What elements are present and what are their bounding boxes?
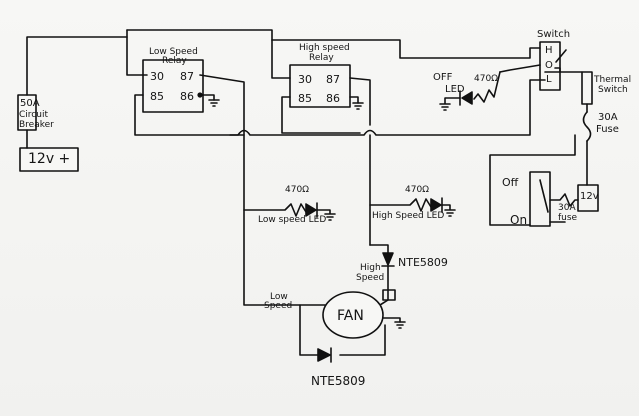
fan-label: FAN xyxy=(337,308,364,324)
wire-high-relay-feed xyxy=(271,39,291,79)
high-relay-86-ground xyxy=(349,96,359,104)
high-indicator-led: High Speed LED xyxy=(372,211,445,221)
breaker-value: 50A xyxy=(20,98,40,109)
fan-high-speed-2: Speed xyxy=(356,273,385,283)
battery-box xyxy=(19,147,79,172)
high-led-diode xyxy=(430,198,442,212)
low-led-diode xyxy=(305,203,317,217)
wire-low-led xyxy=(243,203,307,217)
wire-high-relay-85 xyxy=(281,96,361,134)
fan-diode-top: NTE5809 xyxy=(398,256,448,269)
lower-switch-lever xyxy=(539,179,549,213)
off-resistor xyxy=(473,71,501,103)
breaker-label-2: Breaker xyxy=(19,120,54,130)
high-relay-pin-87: 87 xyxy=(326,73,340,86)
wire-low-branch xyxy=(243,134,326,306)
lower-off-label: Off xyxy=(502,176,519,189)
high-relay-pin-85: 85 xyxy=(298,92,312,105)
switch-title: Switch xyxy=(537,29,571,40)
switch-pos-l: L xyxy=(546,74,552,85)
thermal-label-2: Switch xyxy=(598,85,628,95)
thermal-fuse-2: Fuse xyxy=(596,124,619,135)
high-relay-pin-86: 86 xyxy=(326,92,340,105)
wire-high-led xyxy=(369,198,432,212)
lower-fuse-2: fuse xyxy=(558,213,578,223)
high-relay-87-out xyxy=(349,77,371,126)
lower-on-label: On xyxy=(510,213,528,227)
low-relay-title-1: Low Speed xyxy=(149,47,198,57)
low-relay-87-out xyxy=(199,74,245,136)
fan-ground-sym xyxy=(394,321,406,329)
thermal-switch-box xyxy=(581,71,593,105)
fan-diode-bottom: NTE5809 xyxy=(311,374,366,388)
wire-top-to-switch xyxy=(271,39,541,59)
high-relay-title-2: Relay xyxy=(309,53,334,63)
off-led-led: LED xyxy=(445,84,465,95)
high-diode-triangle xyxy=(382,252,394,266)
wire-low-relay-feed xyxy=(126,29,148,76)
high-relay-86-gnd-sym xyxy=(352,102,364,110)
wire-main-bus xyxy=(229,79,546,136)
high-speed-box xyxy=(382,289,396,301)
low-relay-pin-30: 30 xyxy=(150,70,164,83)
lower-fuse xyxy=(549,193,579,207)
wire-top-bus xyxy=(126,29,273,41)
fan-motor xyxy=(322,291,384,339)
high-relay-pin-30: 30 xyxy=(298,73,312,86)
low-relay-pin-86: 86 xyxy=(180,90,194,103)
low-relay-pin-87: 87 xyxy=(180,70,194,83)
fan-high-speed-1: High xyxy=(360,263,381,273)
off-led-off: OFF xyxy=(433,72,453,83)
off-led-gnd xyxy=(439,97,461,111)
thermal-fuse-1: 30A xyxy=(598,112,618,123)
breaker-label-1: Circuit xyxy=(19,110,48,120)
switch-lever xyxy=(555,49,567,63)
fan-low-speed-1: Low xyxy=(270,292,288,302)
wire-breaker-top xyxy=(26,36,128,96)
thermal-label-1: Thermal xyxy=(594,75,632,85)
lower-fuse-1: 30A xyxy=(558,203,576,213)
fan-low-speed-2: Speed xyxy=(264,301,293,311)
switch-pos-h: H xyxy=(545,45,553,56)
high-relay-title-1: High speed xyxy=(299,43,350,53)
switch-pos-o: O xyxy=(545,60,553,71)
low-relay-title-2: Relay xyxy=(162,56,187,66)
low-relay-86-ground xyxy=(199,94,215,101)
lower-battery-label: 12v xyxy=(580,191,599,202)
bottom-diode-triangle xyxy=(317,348,331,362)
high-indicator-resistor: 470Ω xyxy=(405,185,430,195)
low-relay-pin-85: 85 xyxy=(150,90,164,103)
off-led-diode xyxy=(461,91,473,105)
battery-label: 12v + xyxy=(28,151,71,167)
fan-ground-wire xyxy=(382,317,401,323)
lower-battery-box xyxy=(577,184,599,212)
lower-switch-box xyxy=(529,171,551,227)
wire-lower-left xyxy=(489,134,576,226)
high-led-gnd xyxy=(441,204,456,217)
switch-body xyxy=(539,41,561,91)
low-relay-86-gnd-sym xyxy=(208,99,220,107)
low-indicator-resistor: 470Ω xyxy=(285,185,310,195)
low-led-gnd xyxy=(316,209,336,221)
wire-low-relay-85 xyxy=(134,94,244,136)
wire-off-led xyxy=(499,64,541,73)
off-led-resistor: 470Ω xyxy=(474,74,499,84)
low-indicator-led: Low speed LED xyxy=(258,215,327,225)
high-relay-box xyxy=(289,64,351,108)
thermal-fuse xyxy=(582,111,592,142)
low-relay-box xyxy=(142,59,204,113)
wire-bottom-loop xyxy=(299,304,386,356)
